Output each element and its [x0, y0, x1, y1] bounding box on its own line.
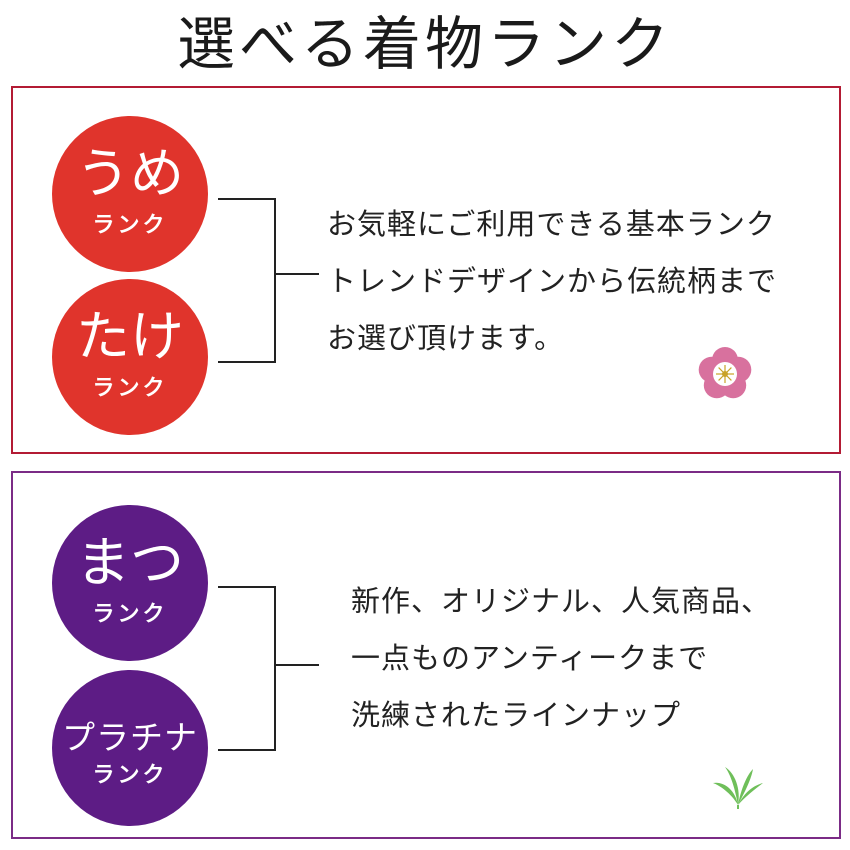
rank-label: ランク	[92, 213, 168, 238]
rank-description: 新作、オリジナル、人気商品、 一点ものアンティークまで 洗練されたラインナップ	[351, 573, 771, 744]
rank-label: ランク	[92, 763, 168, 788]
rank-panel-matsu-platinum: まつ ランク プラチナ ランク 新作、オリジナル、人気商品、 一点ものアンティー…	[11, 471, 841, 839]
description-line: 新作、オリジナル、人気商品、	[351, 584, 772, 618]
description-line: お気軽にご利用できる基本ランク	[327, 207, 776, 241]
bracket-connector	[218, 198, 319, 363]
description-line: お選び頂けます。	[327, 321, 565, 355]
description-line: 一点ものアンティークまで	[351, 641, 709, 675]
bamboo-leaf-icon	[713, 767, 763, 809]
plum-blossom-icon	[698, 347, 752, 399]
page-title: 選べる着物ランク	[176, 10, 673, 78]
rank-label: ランク	[92, 376, 168, 401]
rank-name: うめ	[76, 142, 184, 205]
bracket-connector	[218, 586, 319, 751]
rank-name: まつ	[76, 531, 184, 594]
description-line: 洗練されたラインナップ	[351, 698, 682, 732]
rank-label: ランク	[92, 602, 168, 627]
rank-badge-take[interactable]: たけ ランク	[52, 279, 208, 435]
rank-badge-ume[interactable]: うめ ランク	[52, 116, 208, 272]
description-line: トレンドデザインから伝統柄まで	[327, 264, 778, 298]
rank-name: プラチナ	[62, 718, 198, 757]
rank-badge-platinum[interactable]: プラチナ ランク	[52, 670, 208, 826]
rank-name: たけ	[76, 305, 184, 368]
rank-badge-matsu[interactable]: まつ ランク	[52, 505, 208, 661]
rank-panel-ume-take: うめ ランク たけ ランク お気軽にご利用できる基本ランク トレンドデザインから…	[11, 86, 841, 454]
rank-description: お気軽にご利用できる基本ランク トレンドデザインから伝統柄まで お選び頂けます。	[327, 196, 777, 367]
